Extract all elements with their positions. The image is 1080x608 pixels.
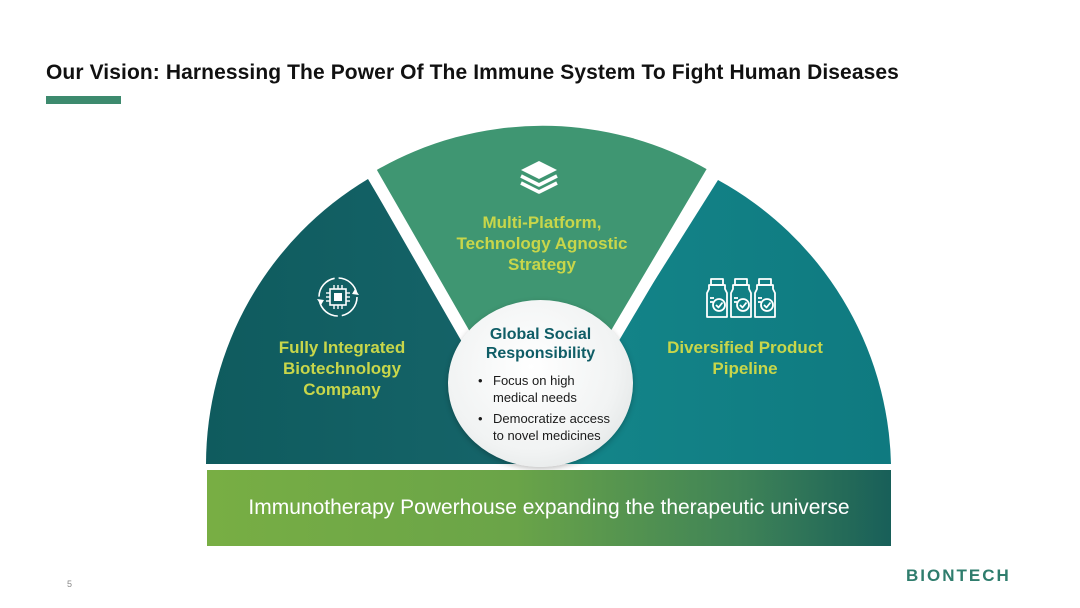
- segment-right-label: Diversified Product Pipeline: [667, 338, 823, 378]
- segment-top: [375, 125, 710, 465]
- segment-top-label: Multi-Platform, Technology Agnostic Stra…: [456, 213, 628, 274]
- vials-icon: [706, 278, 776, 318]
- title-accent-bar: [46, 96, 121, 104]
- biontech-logo: BIONTECH: [906, 566, 1011, 585]
- page-number: 5: [67, 579, 73, 589]
- center-bullet-1: Focus on high medical needs: [478, 372, 618, 406]
- center-bullet-2: Democratize access to novel medicines: [478, 410, 618, 444]
- chip-cycle-icon: [317, 277, 359, 317]
- center-title: Global Social Responsibility: [485, 326, 596, 362]
- center-bullet-list: Focus on high medical needs Democratize …: [478, 372, 618, 448]
- banner: Immunotherapy Powerhouse expanding the t…: [207, 470, 891, 546]
- banner-text: Immunotherapy Powerhouse expanding the t…: [248, 496, 850, 519]
- layers-icon: [520, 161, 558, 194]
- segment-left-label: Fully Integrated Biotechnology Company: [278, 338, 406, 399]
- slide-title: Our Vision: Harnessing The Power Of The …: [46, 61, 899, 84]
- global-social-responsibility-circle: Global Social Responsibility Focus on hi…: [448, 300, 633, 467]
